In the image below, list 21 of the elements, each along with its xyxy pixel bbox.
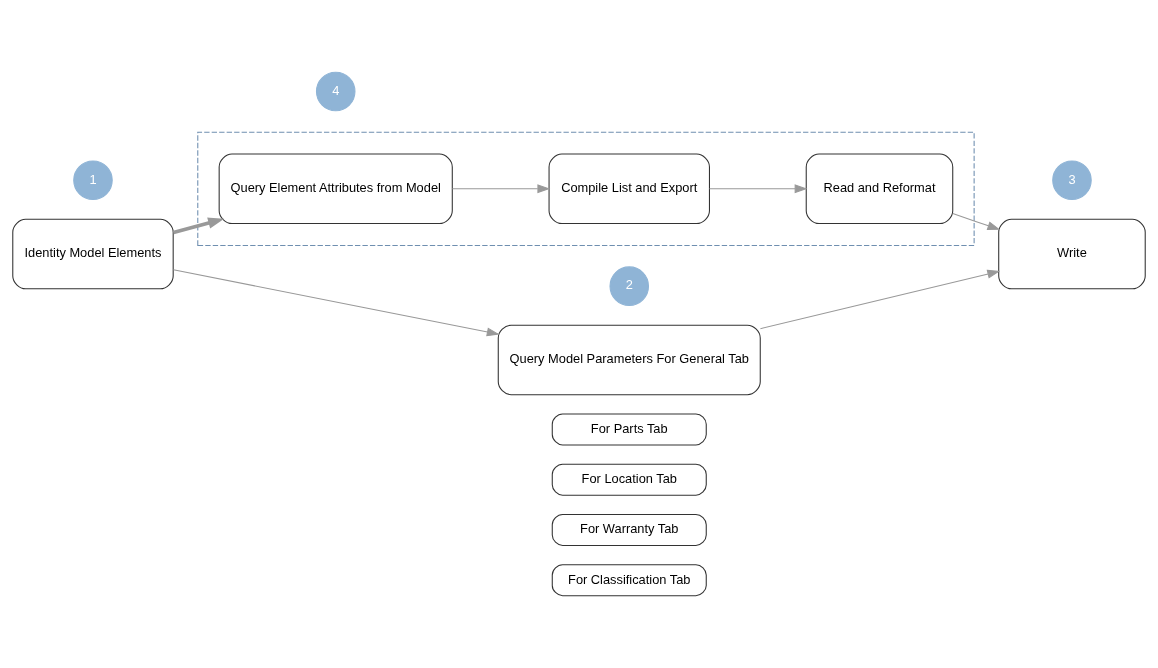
node-box: For Classification Tab [551, 564, 707, 597]
node-circle: 1 [73, 160, 113, 201]
arrow [708, 184, 808, 194]
node-box: For Location Tab [551, 463, 707, 496]
cluster [197, 131, 975, 247]
node-circle: 3 [1052, 160, 1092, 201]
arrow [451, 184, 551, 194]
node-circle: 4 [315, 71, 356, 112]
node-box: For Parts Tab [551, 413, 707, 446]
node-box: Identity Model Elements [12, 218, 174, 290]
node-box: For Warranty Tab [551, 513, 707, 546]
node-circle: 2 [609, 266, 650, 306]
node-box: Write [998, 218, 1146, 290]
arrow [952, 213, 1001, 230]
node-box: Compile List and Export [548, 153, 710, 225]
node-box: Query Model Parameters For General Tab [497, 324, 761, 396]
arrow [173, 217, 225, 235]
node-box: Query Element Attributes from Model [218, 153, 453, 225]
arrow [759, 269, 1001, 330]
node-box: Read and Reformat [805, 153, 954, 225]
arrow [172, 269, 500, 337]
